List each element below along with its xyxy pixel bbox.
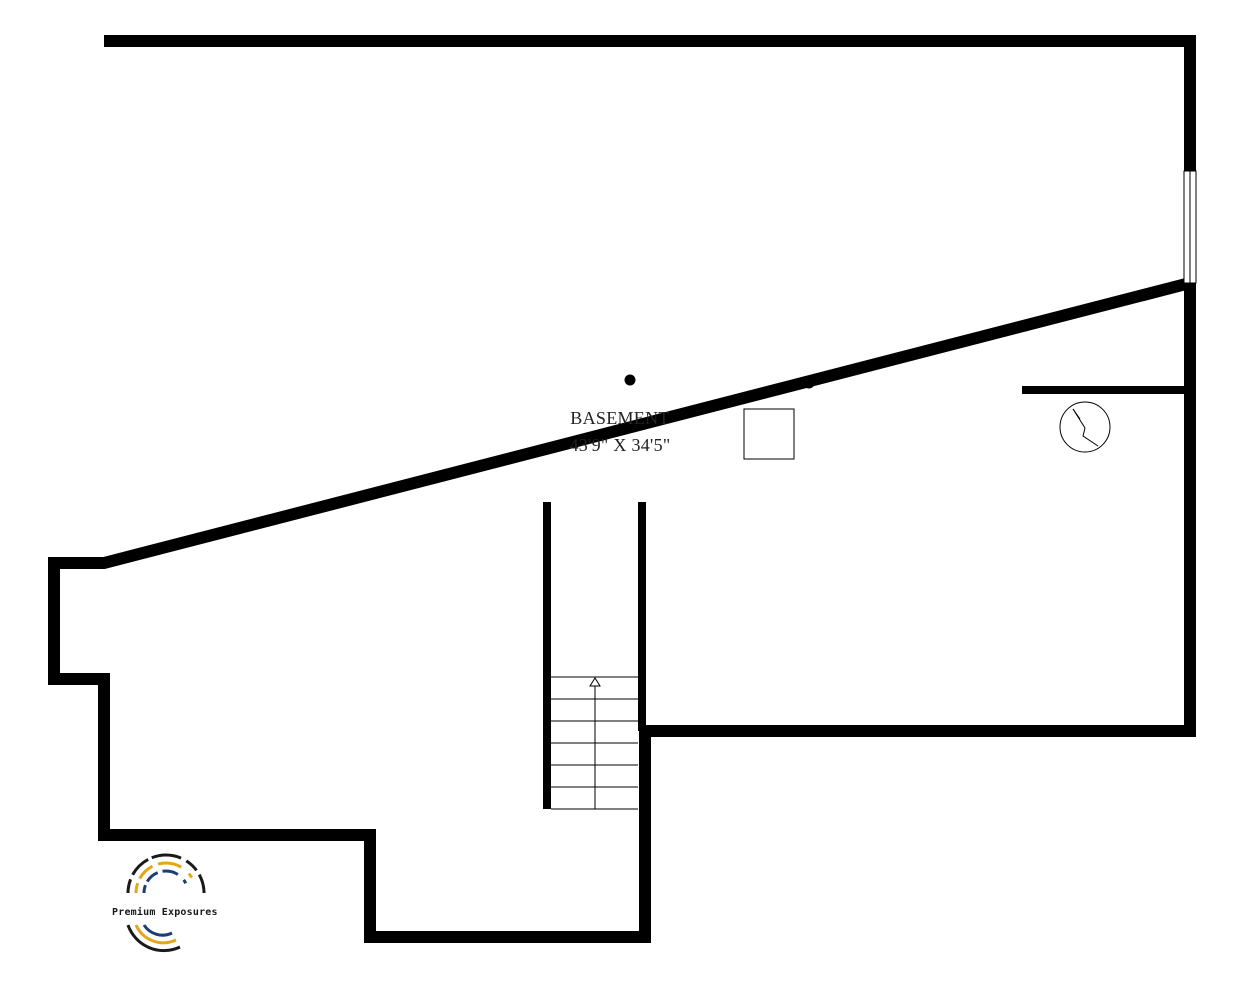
window [1183, 170, 1197, 284]
support-post-icon [624, 374, 636, 386]
room-name-label: BASEMENT [570, 408, 670, 428]
support-post-icon [803, 377, 815, 389]
logo-arcs-icon [126, 853, 206, 953]
water-heater-icon [1059, 401, 1111, 453]
furnace-icon [743, 408, 795, 460]
logo-text: Premium Exposures [112, 907, 218, 918]
exterior-wall [48, 35, 1196, 943]
room-dimensions-label: 43'9" X 34'5" [569, 435, 671, 455]
stair-arrow-icon [589, 677, 601, 687]
stairs [551, 676, 638, 810]
